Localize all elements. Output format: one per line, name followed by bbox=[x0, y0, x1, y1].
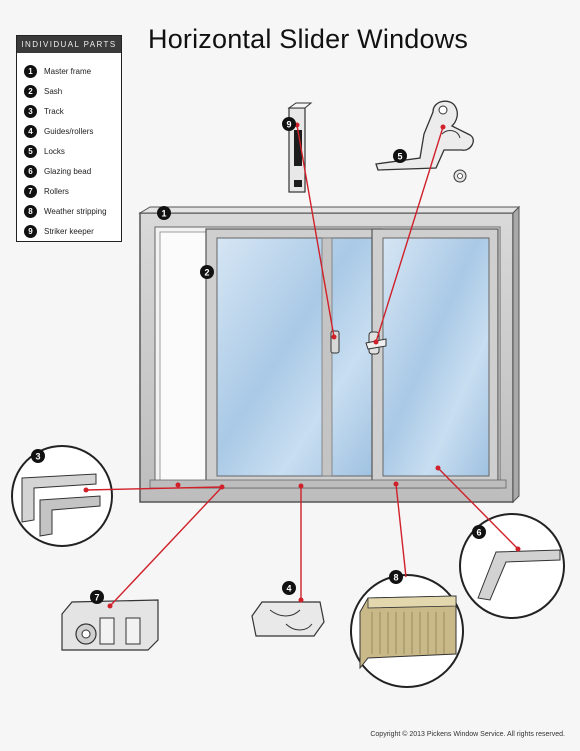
legend-item-master-frame: 1 Master frame bbox=[24, 64, 91, 78]
svg-text:9: 9 bbox=[286, 120, 291, 130]
legend-item-locks: 5 Locks bbox=[24, 144, 65, 158]
legend-heading: INDIVIDUAL PARTS bbox=[17, 36, 121, 53]
legend-item-label: Glazing bead bbox=[44, 166, 92, 176]
legend-item-track: 3 Track bbox=[24, 104, 64, 118]
svg-text:2: 2 bbox=[204, 268, 209, 278]
leader-lines bbox=[85, 124, 519, 607]
svg-text:8: 8 bbox=[393, 573, 398, 583]
legend-item-label: Master frame bbox=[44, 66, 92, 76]
track-detail-circle bbox=[11, 445, 113, 547]
callout-2: 2 bbox=[200, 265, 214, 279]
legend-badge: 1 bbox=[24, 64, 37, 78]
callout-3: 3 bbox=[31, 449, 45, 463]
svg-text:6: 6 bbox=[476, 528, 481, 538]
callout-7: 7 bbox=[90, 590, 104, 604]
legend-badge: 9 bbox=[24, 224, 37, 238]
legend-item-striker-keeper: 9 Striker keeper bbox=[24, 224, 94, 238]
legend-badge: 7 bbox=[24, 184, 37, 198]
svg-text:5: 5 bbox=[397, 152, 402, 162]
legend-item-label: Track bbox=[44, 106, 64, 116]
svg-text:4: 4 bbox=[286, 584, 291, 594]
svg-text:3: 3 bbox=[35, 452, 40, 462]
legend-badge: 2 bbox=[24, 84, 37, 98]
lock-part bbox=[375, 100, 474, 183]
copyright-notice: Copyright © 2013 Pickens Window Service.… bbox=[370, 731, 565, 738]
svg-text:7: 7 bbox=[94, 593, 99, 603]
legend-item-label: Weather stripping bbox=[44, 206, 107, 216]
weather-stripping-detail-circle bbox=[350, 574, 464, 688]
legend-badge: 6 bbox=[24, 164, 37, 178]
legend-item-guides-rollers: 4 Guides/rollers bbox=[24, 124, 93, 138]
legend-item-label: Striker keeper bbox=[44, 226, 94, 236]
parts-legend: INDIVIDUAL PARTS 1 Master frame 2 Sash 3… bbox=[16, 35, 122, 242]
legend-item-weather-stripping: 8 Weather stripping bbox=[24, 204, 107, 218]
legend-badge: 3 bbox=[24, 104, 37, 118]
callout-9: 9 bbox=[282, 117, 296, 131]
striker-keeper-part bbox=[287, 102, 313, 193]
sash-right bbox=[371, 228, 499, 485]
legend-item-sash: 2 Sash bbox=[24, 84, 62, 98]
glazing-bead-detail-circle bbox=[459, 513, 565, 619]
legend-badge: 4 bbox=[24, 124, 37, 138]
legend-item-glazing-bead: 6 Glazing bead bbox=[24, 164, 91, 178]
svg-text:1: 1 bbox=[161, 209, 166, 219]
legend-item-label: Sash bbox=[44, 86, 63, 96]
legend-item-label: Guides/rollers bbox=[44, 126, 94, 136]
page-title: Horizontal Slider Windows bbox=[148, 24, 469, 54]
legend-item-label: Locks bbox=[44, 146, 65, 156]
legend-item-rollers: 7 Rollers bbox=[24, 184, 69, 198]
callout-4: 4 bbox=[282, 581, 296, 595]
legend-badge: 5 bbox=[24, 144, 37, 158]
legend-item-label: Rollers bbox=[44, 186, 69, 196]
legend-badge: 8 bbox=[24, 204, 37, 218]
guides-rollers-part bbox=[251, 601, 325, 637]
bottom-track bbox=[149, 479, 507, 489]
callout-1: 1 bbox=[157, 206, 171, 220]
callout-5: 5 bbox=[393, 149, 407, 163]
callout-6: 6 bbox=[472, 525, 486, 539]
rollers-part bbox=[61, 599, 159, 651]
sash-left bbox=[205, 228, 383, 485]
callout-8: 8 bbox=[389, 570, 403, 584]
